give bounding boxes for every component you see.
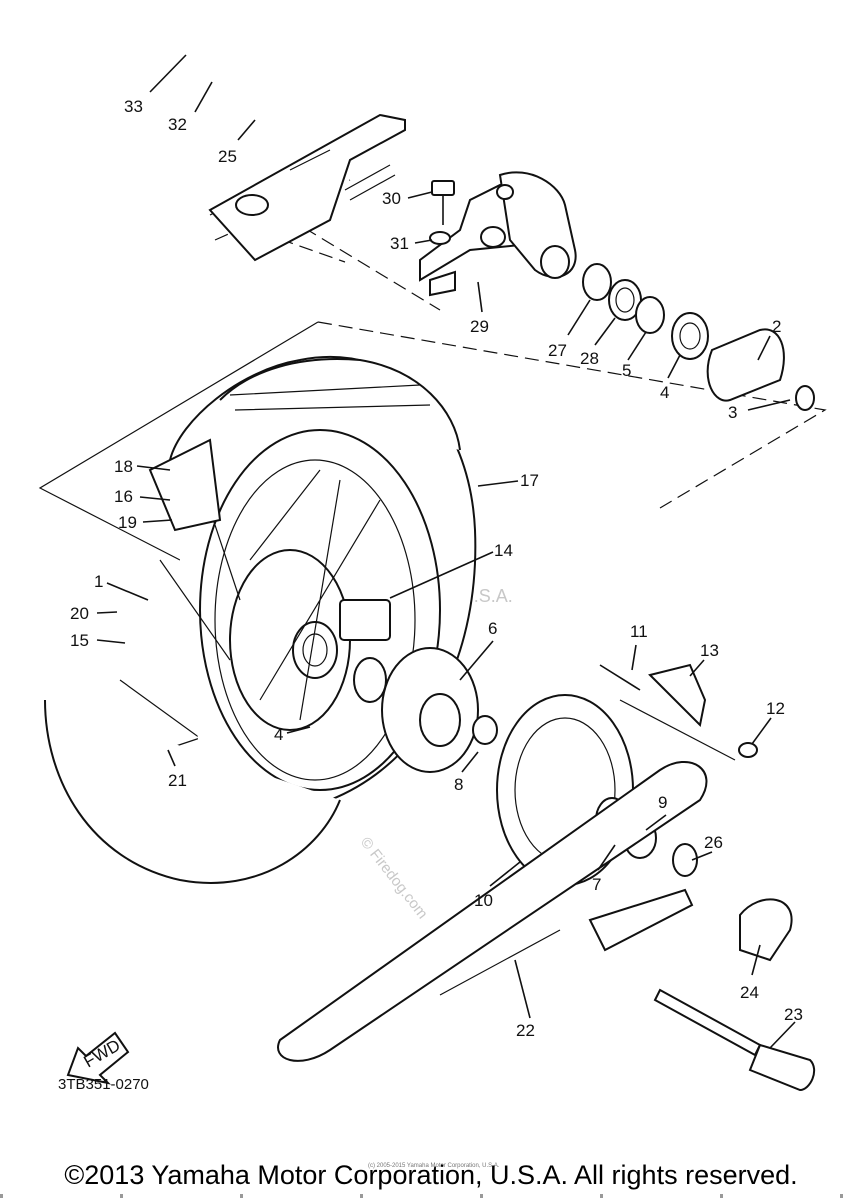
copyright-footer: ©2013 Yamaha Motor Corporation, U.S.A. A… (64, 1160, 798, 1190)
part-label-12: 12 (766, 699, 785, 718)
part-label-18: 18 (114, 457, 133, 476)
swingarm-upper (208, 113, 406, 262)
bolt-and-washer (429, 180, 455, 245)
part-label-31: 31 (390, 234, 409, 253)
caliper-bracket (419, 171, 577, 297)
part-label-14: 14 (494, 541, 513, 560)
part-label-28: 28 (580, 349, 599, 368)
part-label-33: 33 (124, 97, 143, 116)
part-label-24: 24 (740, 983, 759, 1002)
footer-divider (0, 1194, 862, 1198)
part-label-16: 16 (114, 487, 133, 506)
part-labels: 33 32 25 30 31 29 27 28 5 4 2 3 18 16 19… (70, 97, 803, 1040)
diagram-code: 3TB351-0270 (58, 1076, 149, 1093)
part-label-1: 1 (94, 572, 103, 591)
leader-lines (96, 54, 796, 1049)
part-label-29: 29 (470, 317, 489, 336)
part-label-30: 30 (382, 189, 401, 208)
rear-wheel (44, 355, 477, 884)
swingarm-lower (588, 663, 816, 1092)
part-label-26: 26 (704, 833, 723, 852)
part-label-10: 10 (474, 891, 493, 910)
part-label-19: 19 (118, 513, 137, 532)
part-label-22: 22 (516, 1021, 535, 1040)
part-label-9: 9 (658, 793, 667, 812)
part-label-2: 2 (772, 317, 781, 336)
part-label-25: 25 (218, 147, 237, 166)
part-label-4-top: 4 (660, 383, 669, 402)
part-label-8: 8 (454, 775, 463, 794)
part-label-32: 32 (168, 115, 187, 134)
part-label-6: 6 (488, 619, 497, 638)
part-label-5: 5 (622, 361, 631, 380)
part-label-11: 11 (630, 622, 648, 641)
part-label-23: 23 (784, 1005, 803, 1024)
part-label-3: 3 (728, 403, 737, 422)
part-label-27: 27 (548, 341, 567, 360)
drive-chain (277, 760, 708, 1062)
part-label-17: 17 (520, 471, 539, 490)
part-label-15: 15 (70, 631, 89, 650)
sprocket-hub (353, 647, 479, 773)
part-label-20: 20 (70, 604, 89, 623)
tiny-copyright: (c) 2005-2015 Yamaha Motor Corporation, … (368, 1163, 500, 1169)
part-label-21: 21 (168, 771, 187, 790)
part-label-13: 13 (700, 641, 719, 660)
part-label-7: 7 (592, 875, 601, 894)
watermark-firedog-main: © Firedog.com (357, 834, 431, 922)
part-label-4-wheel: 4 (274, 725, 283, 744)
